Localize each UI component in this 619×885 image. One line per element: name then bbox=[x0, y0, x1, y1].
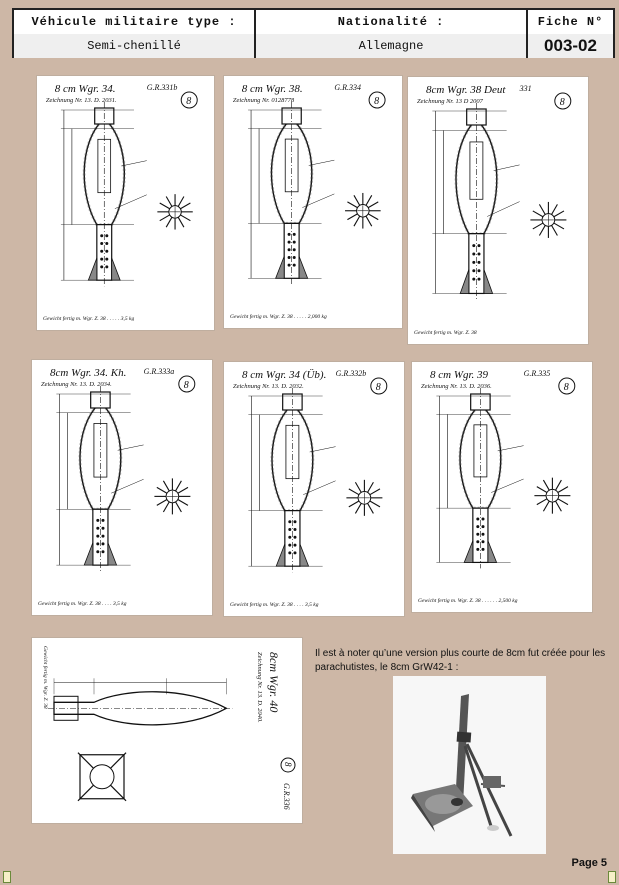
drawing-zeichnung: Zeichnung Nr. 13. D. 2032. bbox=[233, 383, 304, 390]
drawing-footer: Gewicht fertig m. Wgr. Z. 38 . . . . 3,5… bbox=[230, 601, 319, 608]
fiche-number: 003-02 bbox=[544, 36, 597, 55]
drawing-title: 8 cm Wgr. 34 (Üb). bbox=[242, 369, 326, 381]
drawing-ref: G.R.335 bbox=[524, 369, 551, 378]
drawing-footer: Gewicht fertig m. Wgr. Z. 38 . . . . 3,5… bbox=[38, 600, 127, 607]
corner-marker-left bbox=[3, 871, 11, 883]
vehicle-type-value: Semi-chenillé bbox=[14, 34, 256, 58]
drawing-footer: Gewicht fertig m. Wgr. Z. 38 . . . . . 3… bbox=[43, 315, 134, 322]
mortar-photo bbox=[393, 676, 546, 854]
fin-view bbox=[79, 754, 125, 800]
drawing-ref: G.R.332b bbox=[336, 369, 367, 378]
drawing-number: 8 bbox=[564, 382, 569, 393]
drawing-number-circle bbox=[178, 375, 196, 393]
drawing-zeichnung: Zeichnung Nr. 13 D 2007 bbox=[417, 98, 484, 105]
drawing-title: 8cm Wgr. 34. Kh. bbox=[50, 367, 126, 379]
drawing-title: 8 cm Wgr. 38. bbox=[242, 83, 303, 95]
header-table: Véhicule militaire type : Nationalité : … bbox=[12, 8, 615, 58]
drawing-ref: G.R.333a bbox=[144, 367, 175, 376]
mortar-photo-graphic bbox=[393, 676, 546, 854]
header-values-row: Semi-chenillé Allemagne 003-02 bbox=[14, 34, 613, 58]
drawing-number: 8 bbox=[374, 96, 379, 107]
technical-drawing: 8cm Wgr. 40 Zeichnung Nr. 13. D. 2040. G.R… bbox=[42, 646, 296, 810]
drawing-ref: G.R.334 bbox=[334, 83, 361, 92]
drawing-number-circle bbox=[554, 92, 572, 110]
drawing-footer: Gewicht fertig m. Wgr. Z. 38 bbox=[414, 329, 477, 336]
drawing-number: 8 bbox=[560, 97, 565, 108]
nationality-value: Allemagne bbox=[256, 34, 528, 58]
drawing-number: 8 bbox=[184, 380, 189, 391]
drawing-title: 8 cm Wgr. 39 bbox=[430, 369, 489, 381]
drawing-title: 8 cm Wgr. 34. bbox=[55, 83, 116, 95]
header-labels-row: Véhicule militaire type : Nationalité : … bbox=[14, 10, 613, 35]
drawing-footer: Gewicht fertig m. Wgr. Z. 38 . . . . . 2… bbox=[230, 313, 327, 320]
drawing-number-circle bbox=[180, 91, 198, 109]
drawing-zeichnung: Zeichnung Nr. 0128778 bbox=[233, 97, 295, 104]
drawing-number-circle bbox=[558, 377, 576, 395]
drawing-zeichnung: Zeichnung Nr. 13. D. 2036. bbox=[421, 383, 492, 390]
corner-marker-right bbox=[608, 871, 616, 883]
vehicle-type-label: Véhicule militaire type : bbox=[14, 10, 256, 34]
drawing-title: 8cm Wgr. 38 Deut bbox=[426, 84, 506, 96]
drawing-number: 8 bbox=[376, 382, 381, 393]
drawing-footer: Gewicht fertig m. Wgr. Z. 38 . . . . . .… bbox=[418, 597, 518, 604]
drawing-ref: G.R.336 bbox=[282, 783, 291, 810]
drawing-ref: 331 bbox=[519, 84, 532, 93]
drawing-number-circle bbox=[280, 757, 296, 773]
fiche-label: Fiche N° bbox=[537, 15, 604, 29]
drawing-number: 8 bbox=[283, 762, 293, 767]
drawing-zeichnung: Zeichnung Nr. 13. D. 2040. bbox=[256, 652, 263, 723]
drawing-number-circle bbox=[370, 377, 388, 395]
drawing-zeichnung: Zeichnung Nr. 13. D. 2034. bbox=[41, 381, 112, 388]
drawing-zeichnung: Zeichnung Nr. 13. D. 2031. bbox=[46, 97, 117, 104]
note-text: Il est à noter qu’une version plus court… bbox=[315, 648, 606, 673]
drawing-title: 8cm Wgr. 40 bbox=[267, 652, 281, 712]
page-number: Page 5 bbox=[571, 857, 607, 869]
nationality-label: Nationalité : bbox=[256, 10, 528, 34]
drawing-ref: G.R.331b bbox=[147, 83, 178, 92]
drawing-footer: Gewicht fertig m. Wgr. Z. 38 bbox=[42, 646, 49, 709]
drawing-panel-rotated: 8cm Wgr. 40 Zeichnung Nr. 13. D. 2040. G.R… bbox=[32, 638, 302, 823]
drawing-number: 8 bbox=[186, 96, 191, 107]
drawing-number-circle bbox=[368, 91, 386, 109]
